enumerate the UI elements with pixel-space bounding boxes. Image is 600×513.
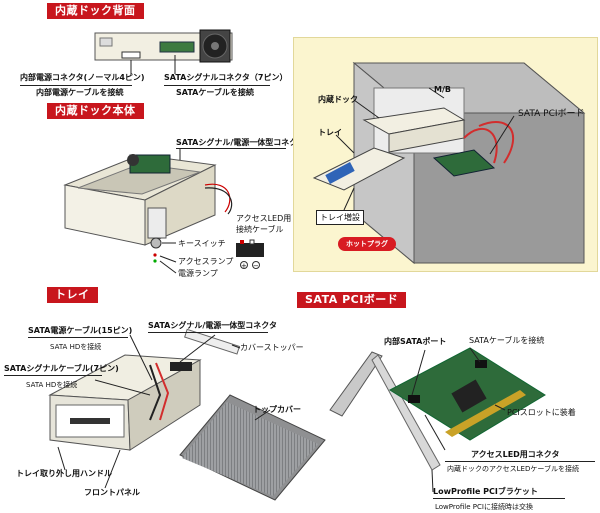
label-pci-slot: PCIスロットに装着: [507, 408, 576, 417]
cover-stopper-illustration: [184, 328, 241, 355]
label-power-connect: 内部電源ケーブルを接続: [36, 88, 124, 97]
label-plus: +: [241, 262, 247, 270]
label-sata-hd-2: SATA HDを接続: [26, 381, 78, 389]
label-led-connect: 内蔵ドックのアクセスLEDケーブルを接続: [447, 465, 579, 473]
label-sata-power-cable: SATA電源ケーブル(15ピン): [28, 326, 133, 335]
label-led-connector: アクセスLED用コネクタ: [471, 450, 560, 459]
label-sata-connector: SATAシグナルコネクタ（7ピン）: [164, 73, 288, 82]
label-front-panel: フロントパネル: [84, 488, 140, 497]
leader-line: [28, 337, 128, 338]
label-led-cable-2: 接続ケーブル: [236, 225, 284, 234]
label-tray-handle: トレイ取り外し用ハンドル: [16, 469, 112, 478]
label-cover-stopper: カバーストッパー: [240, 343, 304, 352]
label-key-switch: キースイッチ: [178, 239, 226, 248]
label-top-cover: トップカバー: [253, 405, 301, 414]
label-sata-hd-1: SATA HDを接続: [50, 343, 102, 351]
label-minus: −: [253, 262, 259, 270]
label-dock: 内蔵ドック: [318, 95, 358, 104]
label-led-cable-1: アクセスLED用: [236, 214, 292, 223]
section-header-tray: トレイ: [47, 287, 98, 303]
dock-body-illustration: [63, 154, 233, 263]
label-sata-signal-cable: SATAシグナルケーブル(7ピン): [4, 364, 119, 373]
leader-line: [20, 85, 132, 86]
label-dock-combo-connector: SATAシグナル/電源一体型コネクタ: [176, 138, 305, 147]
label-sata-cable: SATAケーブルを接続: [469, 336, 545, 345]
label-tray-combo-connector: SATAシグナル/電源一体型コネクタ: [148, 321, 277, 330]
leader-line: [176, 148, 286, 149]
section-header-back: 内蔵ドック背面: [47, 3, 144, 19]
leader-line: [445, 461, 595, 462]
label-power-connector: 内部電源コネクタ(ノーマル4ピン): [20, 73, 145, 82]
led-cable-plug: [236, 239, 264, 269]
label-pci-board: SATA PCIボード: [518, 109, 585, 119]
hot-plug-badge: ホットプラグ: [338, 237, 396, 251]
label-sata-connect: SATAケーブルを接続: [176, 88, 254, 97]
dock-back-illustration: [94, 29, 233, 63]
top-cover-illustration: [179, 394, 326, 501]
install-diagram-panel: M/B 内蔵ドック トレイ SATA PCIボード トレイ増設 ホットプラグ: [293, 37, 598, 272]
leader-line: [164, 85, 270, 86]
label-tray: トレイ: [318, 128, 342, 137]
section-header-pci: SATA PCIボード: [297, 292, 407, 308]
leader-line: [4, 375, 102, 376]
leader-line: [433, 498, 565, 499]
label-mb: M/B: [434, 85, 451, 94]
tray-illustration: [48, 354, 202, 451]
label-lp-bracket: LowProfile PCIブラケット: [433, 487, 538, 496]
leader-line: [148, 332, 268, 333]
label-power-lamp: 電源ランプ: [178, 269, 218, 278]
label-lp-note: LowProfile PCIに接続時は交換: [435, 503, 533, 511]
label-tray-add: トレイ増設: [316, 210, 364, 225]
label-access-lamp: アクセスランプ: [178, 257, 234, 266]
pci-board-illustration: [388, 347, 546, 441]
section-header-body: 内蔵ドック本体: [47, 103, 144, 119]
label-internal-sata-port: 内部SATAポート: [384, 337, 447, 346]
pc-case-illustration: [312, 61, 586, 265]
